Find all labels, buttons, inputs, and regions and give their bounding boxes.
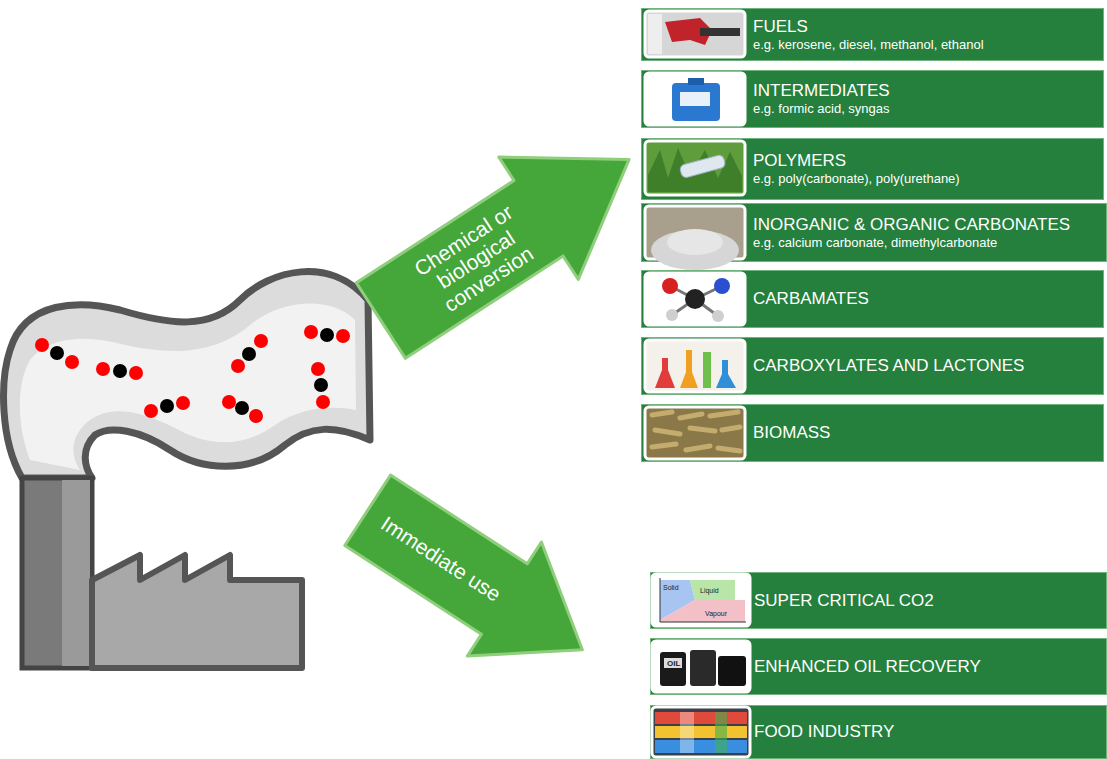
category-title: POLYMERS <box>753 151 846 171</box>
category-title: INORGANIC & ORGANIC CARBONATES <box>753 215 1070 235</box>
category-title: FOOD INDUSTRY <box>754 722 894 742</box>
thumbnail-text: OIL <box>667 659 680 668</box>
category-examples: e.g. calcium carbonate, dimethylcarbonat… <box>753 235 997 251</box>
thumbnail-text: Liquid <box>700 587 719 595</box>
arrow-label: Immediate use <box>377 511 505 605</box>
category-title: INTERMEDIATES <box>753 81 890 101</box>
arrow-label: Chemical or biological conversion <box>394 189 557 329</box>
category-examples: e.g. kerosene, diesel, methanol, ethanol <box>753 37 984 53</box>
category-title: FUELS <box>753 17 808 37</box>
category-title: ENHANCED OIL RECOVERY <box>754 657 981 677</box>
category-title: BIOMASS <box>753 423 830 443</box>
category-title: CARBAMATES <box>753 289 869 309</box>
thumbnail-text: Vapour <box>705 610 727 618</box>
thumbnail-text: Solid <box>663 584 679 592</box>
green-arrow: Immediate use <box>328 450 622 709</box>
category-examples: e.g. formic acid, syngas <box>753 101 890 117</box>
category-title: SUPER CRITICAL CO2 <box>754 591 934 611</box>
category-title: CARBOXYLATES AND LACTONES <box>753 356 1024 376</box>
green-arrow: Chemical or biological conversion <box>338 95 671 384</box>
category-examples: e.g. poly(carbonate), poly(urethane) <box>753 171 960 187</box>
